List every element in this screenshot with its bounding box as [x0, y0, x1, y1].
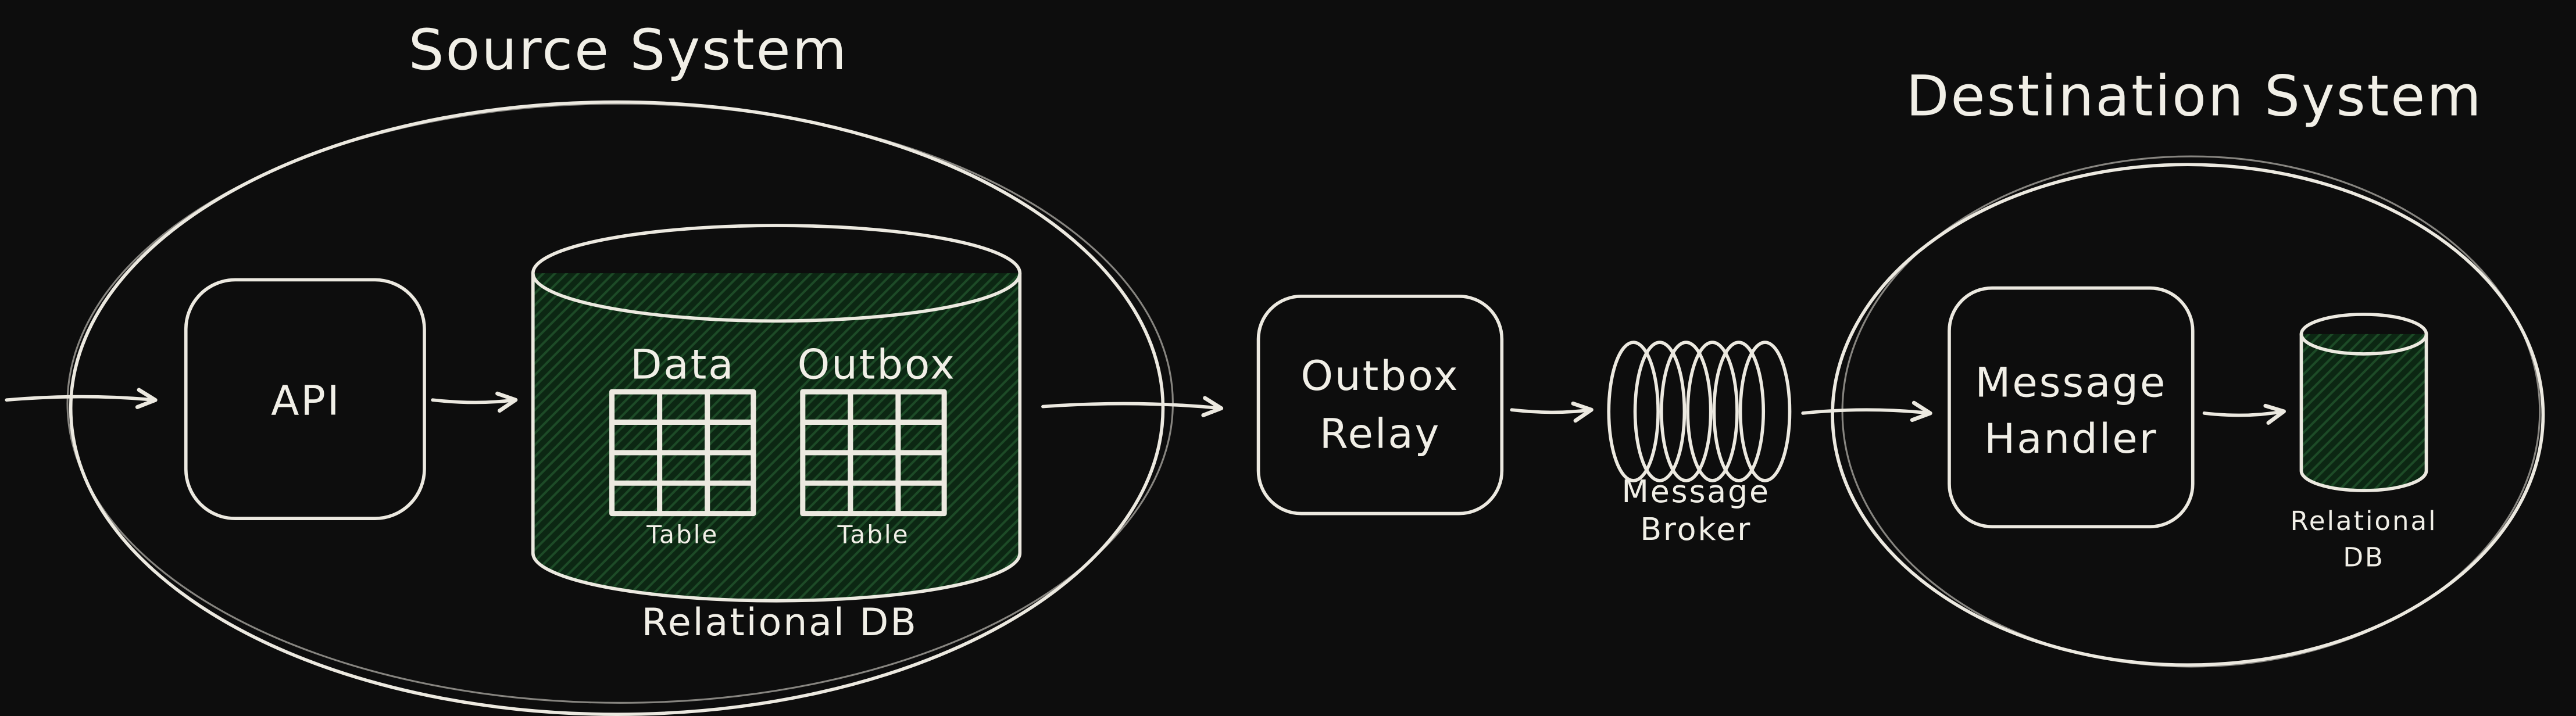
api-box	[184, 278, 426, 520]
message-handler-box	[1948, 286, 2195, 529]
destination-system-boundary-sketch-line	[1841, 155, 2541, 668]
destination-system-title: Destination System	[1906, 63, 2482, 128]
data-table-header: Data	[630, 340, 735, 388]
outbox-table-header: Outbox	[798, 340, 956, 388]
destination-db-node: Relational DB	[2291, 313, 2438, 572]
queue-icon	[1607, 341, 1792, 482]
outbox-table-icon	[800, 389, 947, 517]
source-system-group: Source System API Data Outbox	[66, 17, 1174, 716]
database-cylinder-body	[533, 273, 1020, 601]
arrow-db-to-relay	[1041, 396, 1224, 417]
destination-system-group: Destination System Message Handler Relat…	[1831, 63, 2545, 668]
message-broker-node: Message Broker	[1607, 341, 1792, 547]
destination-system-boundary	[1831, 163, 2545, 667]
outbox-relay-node: Outbox Relay	[1256, 294, 1504, 515]
outbox-relay-label-line2: Relay	[1320, 409, 1441, 457]
message-handler-label-line1: Message	[1975, 359, 2167, 407]
source-db-node: Data Outbox Table Table Relational DB	[531, 224, 1022, 645]
arrow-api-to-db	[431, 391, 518, 413]
destination-db-caption-line1: Relational	[2291, 506, 2438, 536]
message-broker-label-line2: Broker	[1640, 511, 1752, 547]
database-cylinder-top	[531, 224, 1022, 323]
destination-db-cylinder-outline	[2299, 332, 2428, 492]
outbox-relay-label-line1: Outbox	[1300, 352, 1459, 400]
message-handler-node: Message Handler	[1948, 286, 2195, 529]
destination-db-cylinder-body	[2301, 334, 2427, 491]
outbox-relay-box	[1256, 294, 1504, 515]
destination-db-cylinder-top	[2299, 313, 2428, 356]
message-broker-label-line1: Message	[1622, 473, 1770, 510]
arrow-handler-to-db	[2202, 403, 2286, 425]
data-table-icon	[609, 389, 756, 517]
api-node: API	[184, 278, 426, 520]
destination-db-caption-line2: DB	[2343, 542, 2385, 572]
arrow-broker-to-handler	[1801, 400, 1932, 423]
database-cylinder-outline	[531, 271, 1022, 603]
outbox-table-caption: Table	[837, 521, 910, 550]
api-label: API	[271, 377, 341, 425]
arrow-relay-to-broker	[1510, 401, 1594, 423]
message-handler-label-line2: Handler	[1984, 414, 2157, 463]
arrow-inbound	[5, 388, 158, 409]
data-table-caption: Table	[646, 521, 719, 550]
source-system-title: Source System	[409, 17, 848, 83]
source-system-boundary	[69, 100, 1165, 716]
source-db-caption: Relational DB	[642, 601, 918, 645]
